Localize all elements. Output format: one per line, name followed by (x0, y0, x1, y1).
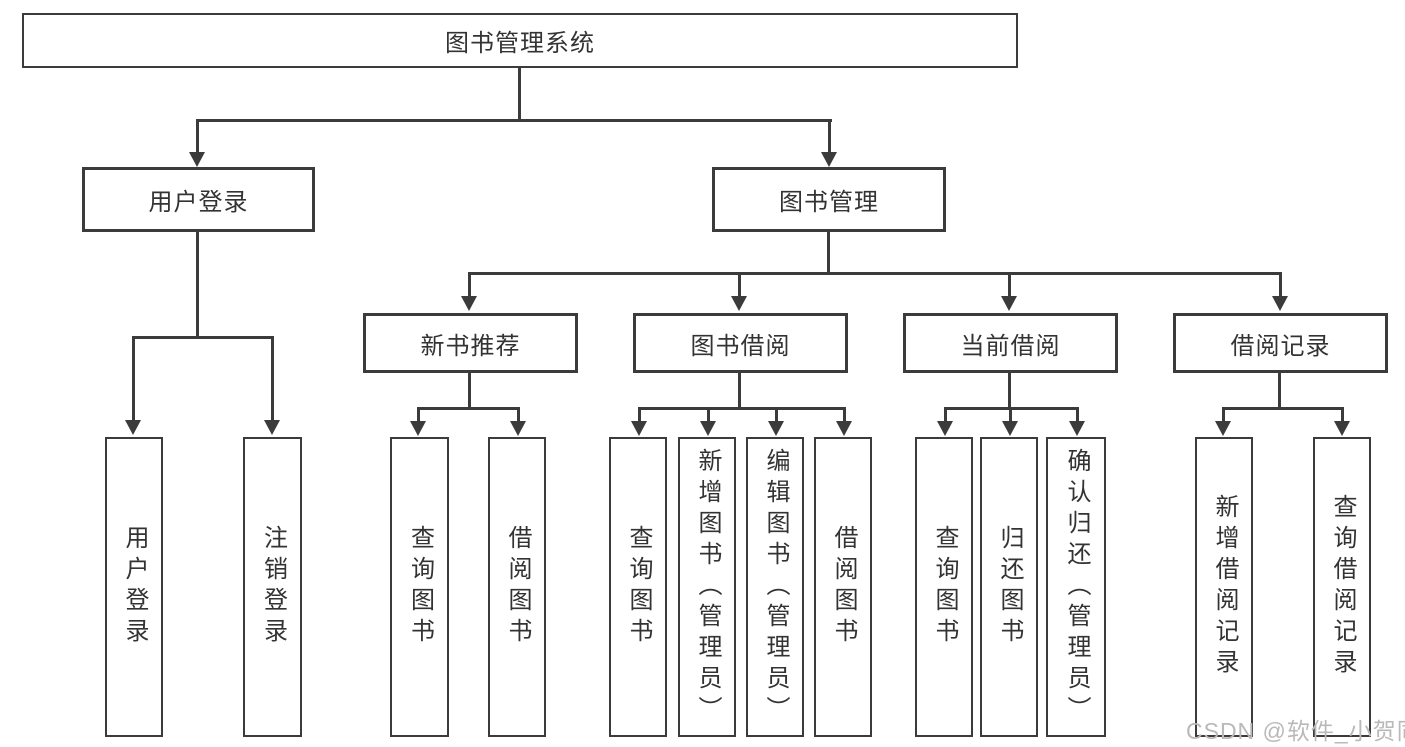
leaf-query-books-borrowing: 查询图书 (609, 437, 667, 737)
leaf-query-books-current: 查询图书 (915, 437, 973, 737)
node-new-book-recommendation: 新书推荐 (363, 313, 578, 373)
leaf-query-books-recommend: 查询图书 (390, 437, 449, 737)
arrowhead-leaf-user-login (125, 420, 141, 435)
arrowhead-leaf-logout (264, 420, 280, 435)
leaf-borrow-books-recommend: 借阅图书 (488, 437, 546, 737)
connector-user-login-drop-2 (271, 336, 274, 422)
connector-root-drop-right (828, 119, 831, 155)
arrowhead-add-borrow-record (1215, 421, 1231, 436)
connector-borrowing-stem (738, 373, 741, 410)
node-book-borrowing: 图书借阅 (633, 313, 848, 373)
arrowhead-borrowing-records (1272, 296, 1288, 311)
arrowhead-new-book-recommendation (461, 296, 477, 311)
connector-user-login-stem (196, 232, 199, 339)
connector-records-drop-2 (1341, 407, 1344, 423)
connector-recommend-bar (417, 407, 520, 410)
node-book-management: 图书管理 (712, 167, 946, 232)
connector-records-drop-1 (1222, 407, 1225, 423)
node-library-management-system: 图书管理系统 (22, 13, 1018, 68)
connector-book-mgmt-drop-4 (1279, 272, 1282, 298)
arrowhead-query-books-2 (631, 421, 647, 436)
connector-borrowing-drop-3 (775, 407, 778, 423)
arrowhead-user-login (189, 152, 205, 167)
leaf-add-borrow-record: 新增借阅记录 (1195, 437, 1253, 737)
arrowhead-query-books-3 (937, 421, 953, 436)
connector-records-bar (1222, 407, 1344, 410)
arrowhead-borrow-books-2 (836, 421, 852, 436)
connector-user-login-bar (132, 336, 274, 339)
connector-user-login-drop-1 (132, 336, 135, 422)
leaf-logout: 注销登录 (243, 437, 302, 737)
connector-recommend-drop-2 (517, 407, 520, 423)
arrowhead-confirm-return (1069, 421, 1085, 436)
arrowhead-book-management (821, 152, 837, 167)
arrowhead-query-books-1 (410, 421, 426, 436)
connector-borrowing-drop-2 (707, 407, 710, 423)
arrowhead-borrow-books-1 (510, 421, 526, 436)
node-current-borrowing: 当前借阅 (903, 313, 1118, 373)
csdn-watermark: CSDN @软件_小贺同学 (1186, 718, 1405, 744)
arrowhead-query-borrow-record (1334, 421, 1350, 436)
node-user-login: 用户登录 (82, 167, 315, 232)
connector-current-drop-1 (944, 407, 947, 423)
connector-current-stem (1008, 373, 1011, 410)
connector-root-stem (518, 68, 521, 121)
connector-book-mgmt-drop-2 (738, 272, 741, 298)
leaf-query-borrow-record: 查询借阅记录 (1313, 437, 1371, 737)
connector-recommend-drop-1 (417, 407, 420, 423)
node-borrowing-records: 借阅记录 (1173, 313, 1388, 373)
connector-current-drop-2 (1009, 407, 1012, 423)
arrowhead-book-borrowing (731, 296, 747, 311)
leaf-borrow-books-borrowing: 借阅图书 (814, 437, 872, 737)
arrowhead-edit-book (768, 421, 784, 436)
leaf-user-login: 用户登录 (105, 437, 163, 737)
arrowhead-current-borrowing (1001, 296, 1017, 311)
arrowhead-add-book (700, 421, 716, 436)
connector-borrowing-drop-4 (843, 407, 846, 423)
connector-current-drop-3 (1076, 407, 1079, 423)
connector-book-mgmt-stem (827, 232, 830, 275)
leaf-return-books: 归还图书 (980, 437, 1038, 737)
leaf-edit-book-admin: 编辑图书（管理员） (746, 437, 804, 737)
connector-book-mgmt-drop-3 (1008, 272, 1011, 298)
connector-root-drop-left (196, 119, 199, 155)
leaf-add-book-admin: 新增图书（管理员） (678, 437, 736, 737)
connector-book-mgmt-bar (468, 272, 1282, 275)
connector-root-bar (196, 119, 832, 122)
arrowhead-return-books (1002, 421, 1018, 436)
leaf-confirm-return-admin: 确认归还（管理员） (1046, 437, 1106, 737)
connector-borrowing-drop-1 (638, 407, 641, 423)
connector-book-mgmt-drop-1 (468, 272, 471, 298)
connector-recommend-stem (468, 373, 471, 410)
connector-records-stem (1278, 373, 1281, 410)
connector-borrowing-bar (638, 407, 846, 410)
